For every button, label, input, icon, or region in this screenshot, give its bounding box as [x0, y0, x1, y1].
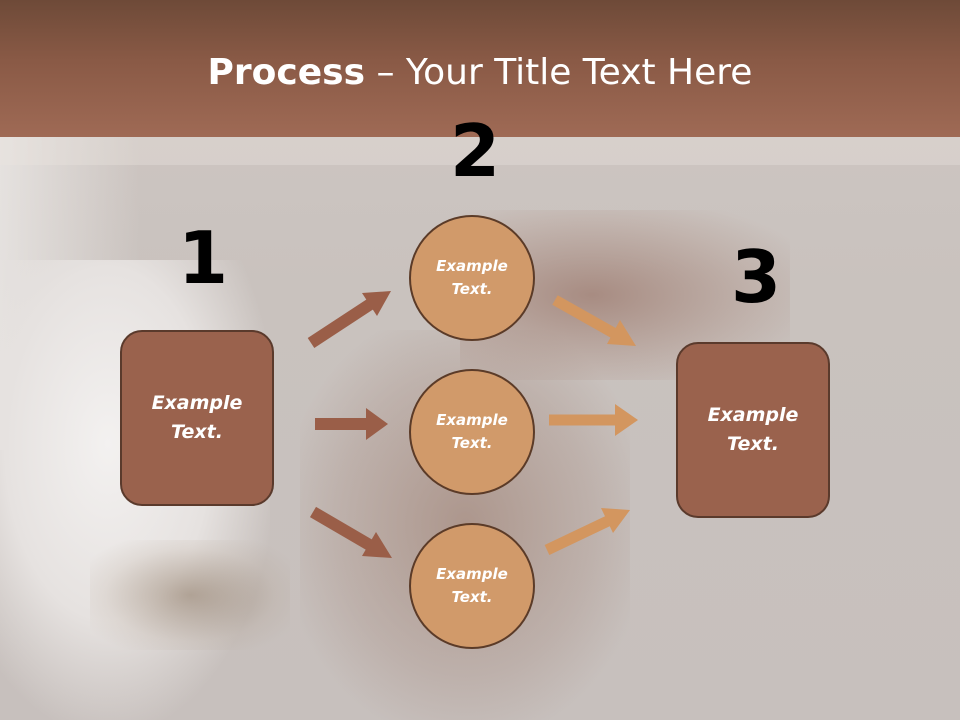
title-bar-fade [0, 137, 960, 165]
step-number-1: 1 [178, 216, 229, 300]
title-bold: Process [207, 52, 366, 93]
step-number-3: 3 [731, 235, 782, 319]
arrow-from-circle-1 [552, 295, 636, 346]
step-number-2: 2 [450, 109, 501, 193]
slide-title[interactable]: Process – Your Title Text Here [0, 52, 960, 93]
arrow-to-circle-2 [315, 408, 388, 440]
arrow-to-circle-3 [309, 506, 392, 558]
arrow-from-circle-2 [549, 404, 638, 436]
arrow-from-circle-3 [544, 508, 630, 555]
title-bar [0, 0, 960, 137]
title-rest: – Your Title Text Here [365, 52, 753, 93]
arrow-to-circle-1 [307, 291, 391, 349]
background-bench [90, 540, 290, 650]
